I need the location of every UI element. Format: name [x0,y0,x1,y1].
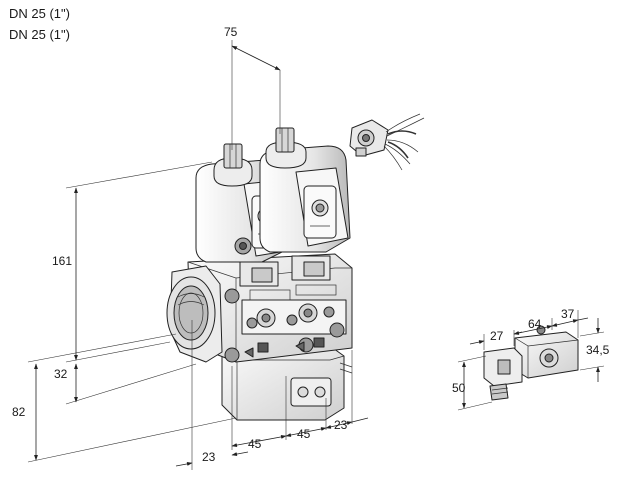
dim-label-32: 32 [54,367,68,381]
dim-label-161: 161 [52,254,72,268]
dim-label-23-right: 23 [334,418,348,432]
dim-label-82: 82 [12,405,26,419]
dim-label-34-5: 34,5 [586,343,610,357]
dim-label-45-right: 45 [297,427,311,441]
solenoid-side-view [483,325,579,401]
dimension-lines: 75 161 32 82 23 45 45 23 27 64 37 34,5 5… [12,25,610,470]
dim-label-64: 64 [528,317,542,331]
plug-connector-with-cable [349,113,425,171]
heading-size-1: DN 25 (1") [9,6,70,21]
dim-label-27: 27 [490,329,504,343]
dim-label-75: 75 [224,25,238,39]
gas-valve-assembly [166,127,353,421]
dim-label-45-left: 45 [248,437,262,451]
dim-label-23-bottom: 23 [202,450,216,464]
dim-label-50: 50 [452,381,466,395]
heading-size-2: DN 25 (1") [9,27,70,42]
dim-label-37: 37 [561,307,575,321]
